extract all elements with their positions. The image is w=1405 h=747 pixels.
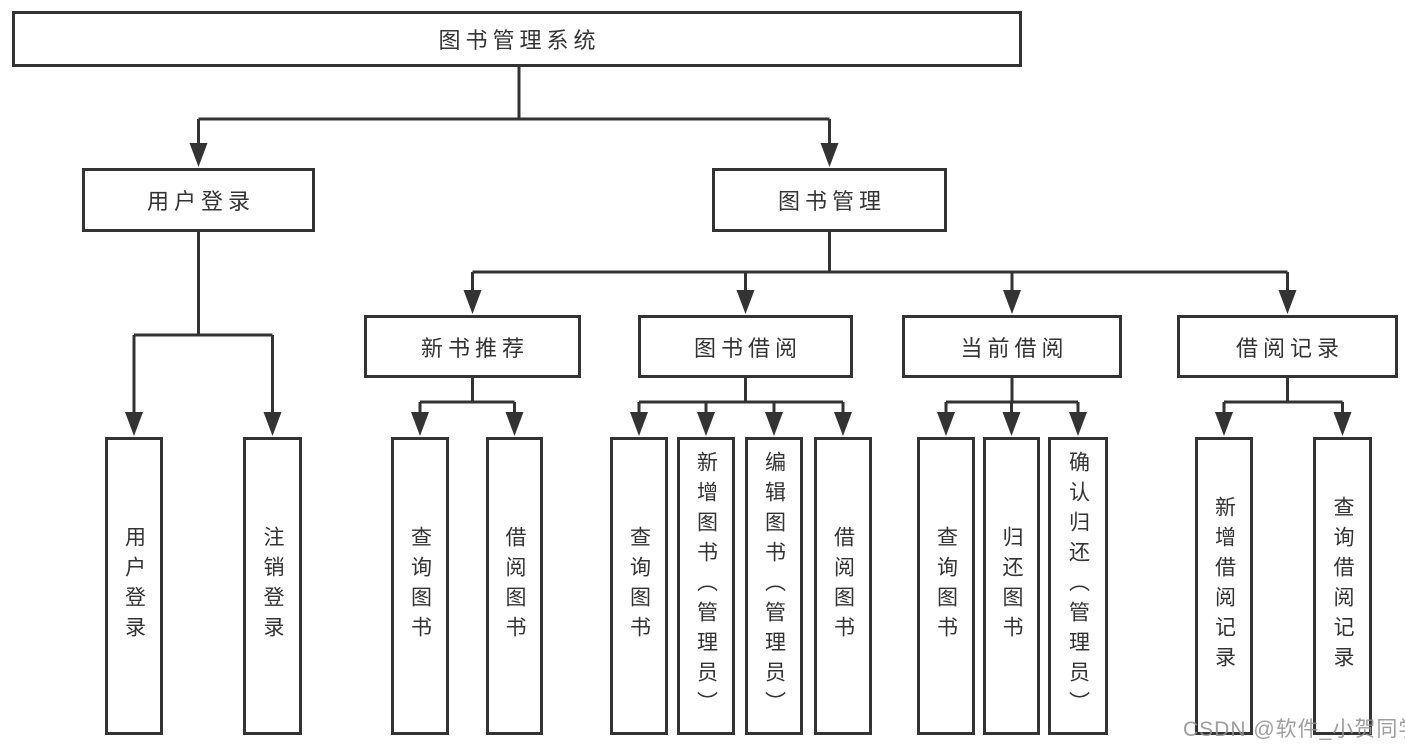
arrowhead <box>411 412 429 436</box>
node-label: 查询图书 <box>627 526 651 646</box>
node-label: 查询图书 <box>934 526 958 646</box>
arrowhead <box>736 290 755 314</box>
node-label: 借阅图书 <box>831 526 855 646</box>
node-label: 图书管理系统 <box>438 28 601 53</box>
node-user-login: 用户登录 <box>82 168 315 232</box>
leaf-user-login: 用户登录 <box>105 437 163 735</box>
node-label: 新增借阅记录 <box>1212 496 1236 676</box>
leaf-query-books-3: 查询图书 <box>917 437 975 735</box>
arrowhead <box>125 412 143 436</box>
leaf-query-books-2: 查询图书 <box>610 437 668 735</box>
node-label: 当前借阅 <box>960 335 1069 361</box>
arrowhead <box>1333 412 1352 436</box>
leaf-query-borrow-record: 查询借阅记录 <box>1313 437 1372 735</box>
leaf-return-books: 归还图书 <box>983 437 1040 735</box>
node-new-book-recommend: 新书推荐 <box>364 315 581 378</box>
arrowhead <box>1002 412 1021 436</box>
node-label: 确认归还（管理员） <box>1066 451 1090 721</box>
node-label: 查询图书 <box>408 526 432 646</box>
node-label: 新增图书（管理员） <box>694 451 718 721</box>
node-label: 用户登录 <box>146 189 255 214</box>
node-label: 借阅记录 <box>1235 335 1344 361</box>
node-book-management: 图书管理 <box>712 168 947 232</box>
leaf-logout: 注销登录 <box>243 437 302 735</box>
node-label: 图书管理 <box>777 189 886 214</box>
node-label: 借阅图书 <box>503 526 526 646</box>
leaf-add-books-admin: 新增图书（管理员） <box>677 437 735 735</box>
leaf-edit-books-admin: 编辑图书（管理员） <box>745 437 803 735</box>
node-label: 用户登录 <box>122 526 146 646</box>
node-label: 查询借阅记录 <box>1331 496 1354 676</box>
connector-borrow-record-branch <box>1222 378 1344 414</box>
arrowhead <box>1069 412 1087 436</box>
node-borrow-record: 借阅记录 <box>1177 315 1398 378</box>
node-root-library-system: 图书管理系统 <box>12 11 1022 67</box>
node-current-borrow: 当前借阅 <box>902 315 1122 378</box>
node-label: 新书推荐 <box>420 335 529 361</box>
arrowhead <box>630 412 648 436</box>
arrowhead <box>263 412 282 436</box>
connector-user-login-branch <box>132 232 274 414</box>
node-label: 图书借阅 <box>693 335 802 361</box>
leaf-borrow-books-1: 借阅图书 <box>486 437 543 735</box>
connector-root-to-level2 <box>197 67 831 145</box>
connector-current-borrow-branch <box>944 378 1080 414</box>
arrowhead <box>505 412 524 436</box>
node-label: 归还图书 <box>1000 526 1023 646</box>
arrowhead <box>765 412 783 436</box>
arrowhead <box>1003 290 1021 314</box>
arrowhead <box>463 290 482 314</box>
arrowhead <box>189 143 208 167</box>
leaf-borrow-books-2: 借阅图书 <box>814 437 872 735</box>
arrowhead <box>834 412 852 436</box>
node-label: 注销登录 <box>261 526 284 646</box>
arrowhead <box>820 143 839 167</box>
node-book-borrow: 图书借阅 <box>638 315 853 378</box>
leaf-query-books-1: 查询图书 <box>391 437 449 735</box>
arrowhead <box>1215 412 1233 436</box>
connector-book-borrow-branch <box>637 378 845 414</box>
connector-new-book-branch <box>418 378 516 414</box>
leaf-confirm-return-admin: 确认归还（管理员） <box>1048 437 1108 735</box>
leaf-add-borrow-record: 新增借阅记录 <box>1195 437 1253 735</box>
connector-book-management-branch <box>471 232 1289 292</box>
arrowhead <box>937 412 955 436</box>
arrowhead <box>697 412 715 436</box>
csdn-watermark: CSDN @软件_小贺同学 <box>1183 718 1405 741</box>
arrowhead <box>1278 290 1297 314</box>
node-label: 编辑图书（管理员） <box>762 451 786 721</box>
